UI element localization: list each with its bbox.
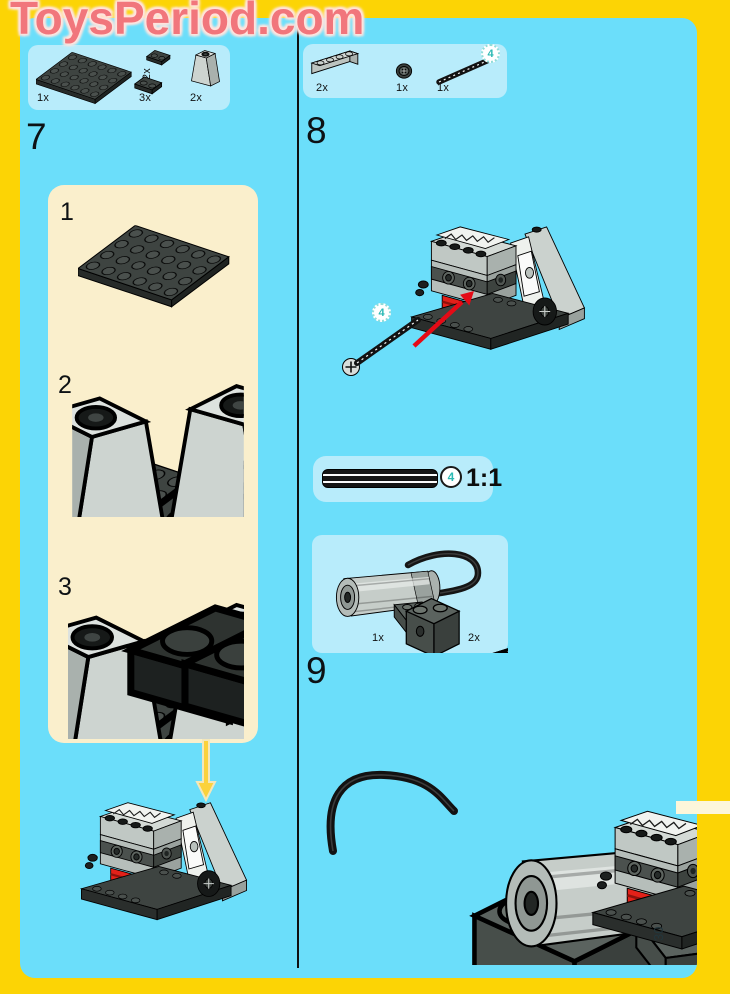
substep-1-number: 1 — [60, 198, 74, 226]
parts-box-step-7: 1x 2x 3x 2x — [28, 45, 230, 110]
step-7-result-illustration — [78, 782, 250, 925]
qty-label-brick-1x4: 2x — [316, 82, 329, 94]
scale-axle-badge-value: 4 — [447, 470, 455, 484]
qty-label-plate-1x4: 2x — [468, 632, 481, 644]
substep-3-number: 3 — [58, 573, 72, 601]
parts-box-motor: 1x 2x — [312, 535, 508, 653]
qty-label-axle: 1x — [437, 82, 450, 94]
bushing-illustration — [394, 62, 414, 80]
insert-arrow-icon — [412, 291, 474, 348]
qty-label-slope: 2x — [190, 92, 203, 104]
down-arrow-icon — [195, 739, 217, 803]
watermark: ToysPeriod.com — [10, 0, 365, 44]
step-8-number: 8 — [306, 110, 327, 151]
qty-label-motor: 1x — [372, 632, 385, 644]
step-8-axle-badge: 4 — [372, 303, 391, 322]
qty-label-bushing: 1x — [396, 82, 409, 94]
step-7-number: 7 — [26, 116, 47, 157]
edge-tab-marker — [676, 801, 730, 814]
motor-parts-illustration — [312, 550, 508, 653]
step-8-axle-illustration — [342, 317, 421, 376]
brick-1x4-illustration — [310, 46, 370, 80]
column-divider — [297, 27, 299, 968]
scale-ratio-label: 1:1 — [466, 464, 503, 492]
page-content-area: 1x 2x 3x 2x 7 1 2 3 — [20, 18, 697, 978]
qty-label-plate-1x2-second: 3x — [139, 92, 152, 104]
motor-connector-illustration — [406, 599, 459, 653]
substep-2-number: 2 — [58, 371, 72, 399]
scale-axle-actual-size — [322, 469, 438, 488]
scale-axle-badge: 4 — [440, 466, 462, 488]
qty-label-plate-4x6: 1x — [37, 92, 50, 104]
parts-box-step-8: 2x 1x 1x 4 — [303, 44, 507, 98]
step-8-axle-badge-value: 4 — [378, 306, 385, 319]
axle-illustration — [436, 57, 492, 85]
slope-brick-illustration — [190, 46, 221, 92]
axle-length-badge: 4 — [481, 44, 500, 63]
step-7-substep-panel: 1 2 3 — [48, 185, 258, 743]
step-9-assembly-illustration — [326, 770, 697, 965]
axle-length-badge-value: 4 — [487, 47, 494, 60]
plate-1x2-first-illustration — [146, 46, 172, 67]
step-9-engine-illustration — [593, 811, 697, 949]
page-number: 30 — [651, 926, 666, 941]
substep-3-illustration — [68, 567, 244, 739]
step-9-number: 9 — [306, 650, 327, 691]
substep-2-illustration — [72, 363, 244, 517]
substep-1-illustration — [78, 225, 230, 309]
plate-4x6-illustration — [36, 52, 132, 105]
